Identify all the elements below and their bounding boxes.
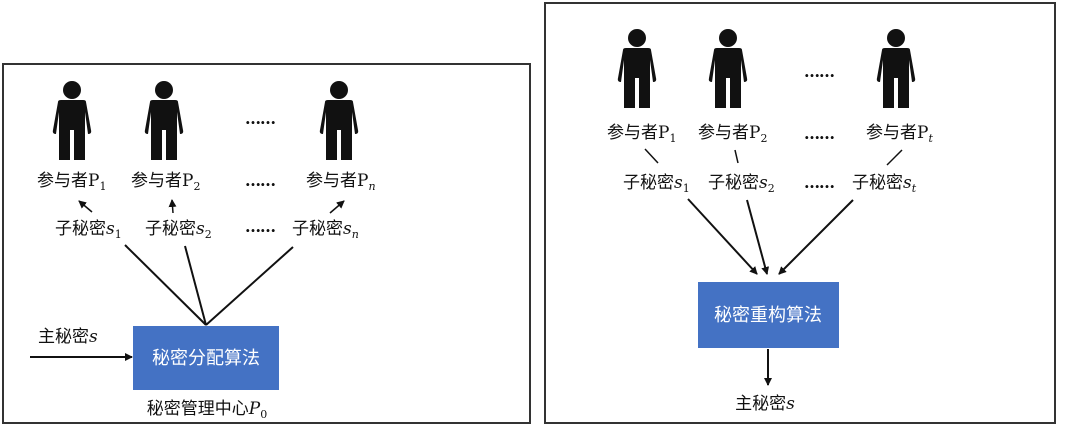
connector-line [205,246,294,326]
connector-line [644,148,659,164]
connector-line [124,244,207,326]
participant-label: 参与者Pt [866,123,933,145]
master-secret-label: 主秘密s [735,394,795,414]
subsecret-label: 子秘密sn [292,219,359,241]
connector-line [886,149,903,166]
arrow [329,200,345,214]
connector-line [184,245,207,326]
participant-label: 参与者P2 [131,171,200,193]
ellipsis: …… [245,109,275,128]
algorithm-label: 秘密重构算法 [714,305,822,326]
participant-label: 参与者P2 [698,123,767,145]
participant-label: 参与者P1 [37,171,106,193]
algorithm-label: 秘密分配算法 [152,348,260,369]
subsecret-label: 子秘密s2 [708,173,775,195]
reconstruction-algorithm-box [698,282,839,348]
subsecret-label: 子秘密s2 [145,219,212,241]
subsecret-label: 子秘密st [852,173,917,195]
arrow [687,198,758,275]
ellipsis: …… [804,124,834,143]
arrow [168,199,177,214]
connector-line [734,149,739,164]
arrow [746,199,770,275]
distribution-panel: …… 参与者P1 参与者P2 …… 参与者Pn 子秘密s1 子秘密s2 …… 子… [2,63,531,424]
master-secret-label: 主秘密s [38,327,98,347]
ellipsis: …… [804,173,834,192]
ellipsis: …… [245,171,275,190]
arrow [78,200,93,213]
subsecret-label: 子秘密s1 [623,173,690,195]
participant-label: 参与者Pn [306,171,376,193]
center-label: 秘密管理中心P0 [147,399,267,421]
arrow [778,199,854,275]
subsecret-label: 子秘密s1 [55,219,122,241]
distribution-algorithm-box [133,326,279,390]
reconstruction-panel: …… 参与者P1 参与者P2 …… 参与者Pt 子秘密s1 子秘密s2 …… 子… [544,2,1056,424]
participant-label: 参与者P1 [607,123,676,145]
ellipsis: …… [245,217,275,236]
ellipsis: …… [804,62,834,81]
